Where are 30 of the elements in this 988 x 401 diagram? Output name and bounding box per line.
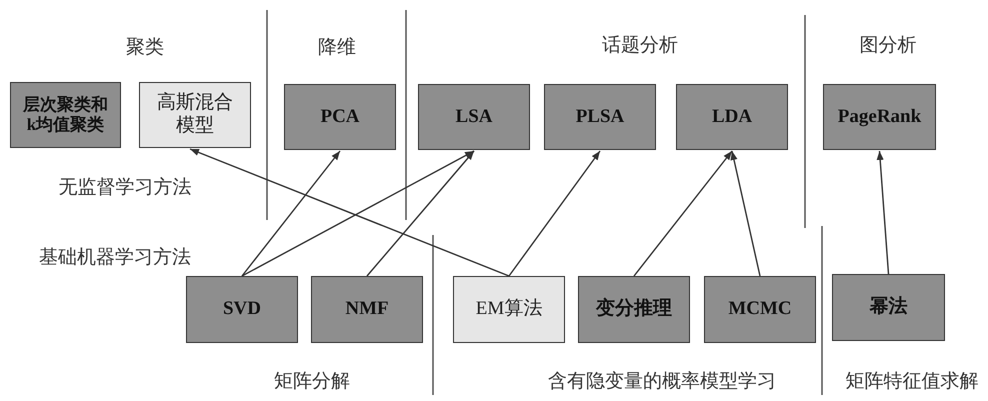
arrow bbox=[730, 150, 761, 276]
arrow bbox=[190, 148, 510, 277]
method-box: NMF bbox=[311, 276, 423, 343]
method-box: 变分推理 bbox=[578, 276, 690, 343]
arrow bbox=[242, 150, 474, 277]
category-label: 含有隐变量的概率模型学习 bbox=[548, 370, 776, 394]
category-label: 基础机器学习方法 bbox=[39, 246, 191, 270]
column-heading: 降维 bbox=[318, 36, 356, 60]
method-box: 高斯混合模型 bbox=[139, 82, 251, 148]
category-label: 无监督学习方法 bbox=[58, 176, 192, 200]
method-box: 幂法 bbox=[832, 274, 945, 341]
column-heading: 图分析 bbox=[860, 34, 916, 58]
category-label: 矩阵特征值求解 bbox=[846, 370, 978, 394]
method-box: EM算法 bbox=[453, 276, 565, 343]
column-heading: 聚类 bbox=[126, 36, 164, 60]
column-heading: 话题分析 bbox=[602, 34, 678, 58]
method-box: LSA bbox=[418, 84, 530, 150]
method-box: LDA bbox=[676, 84, 788, 150]
method-box: PLSA bbox=[544, 84, 656, 150]
method-box: PageRank bbox=[823, 84, 936, 150]
arrow bbox=[633, 150, 733, 276]
method-box: PCA bbox=[284, 84, 396, 150]
method-box: MCMC bbox=[704, 276, 816, 343]
method-box: SVD bbox=[186, 276, 298, 343]
category-label: 矩阵分解 bbox=[274, 370, 350, 394]
arrow bbox=[366, 150, 475, 276]
method-box: 层次聚类和k均值聚类 bbox=[10, 82, 121, 148]
arrow bbox=[876, 150, 890, 274]
arrow bbox=[508, 150, 601, 276]
arrow bbox=[241, 150, 341, 276]
